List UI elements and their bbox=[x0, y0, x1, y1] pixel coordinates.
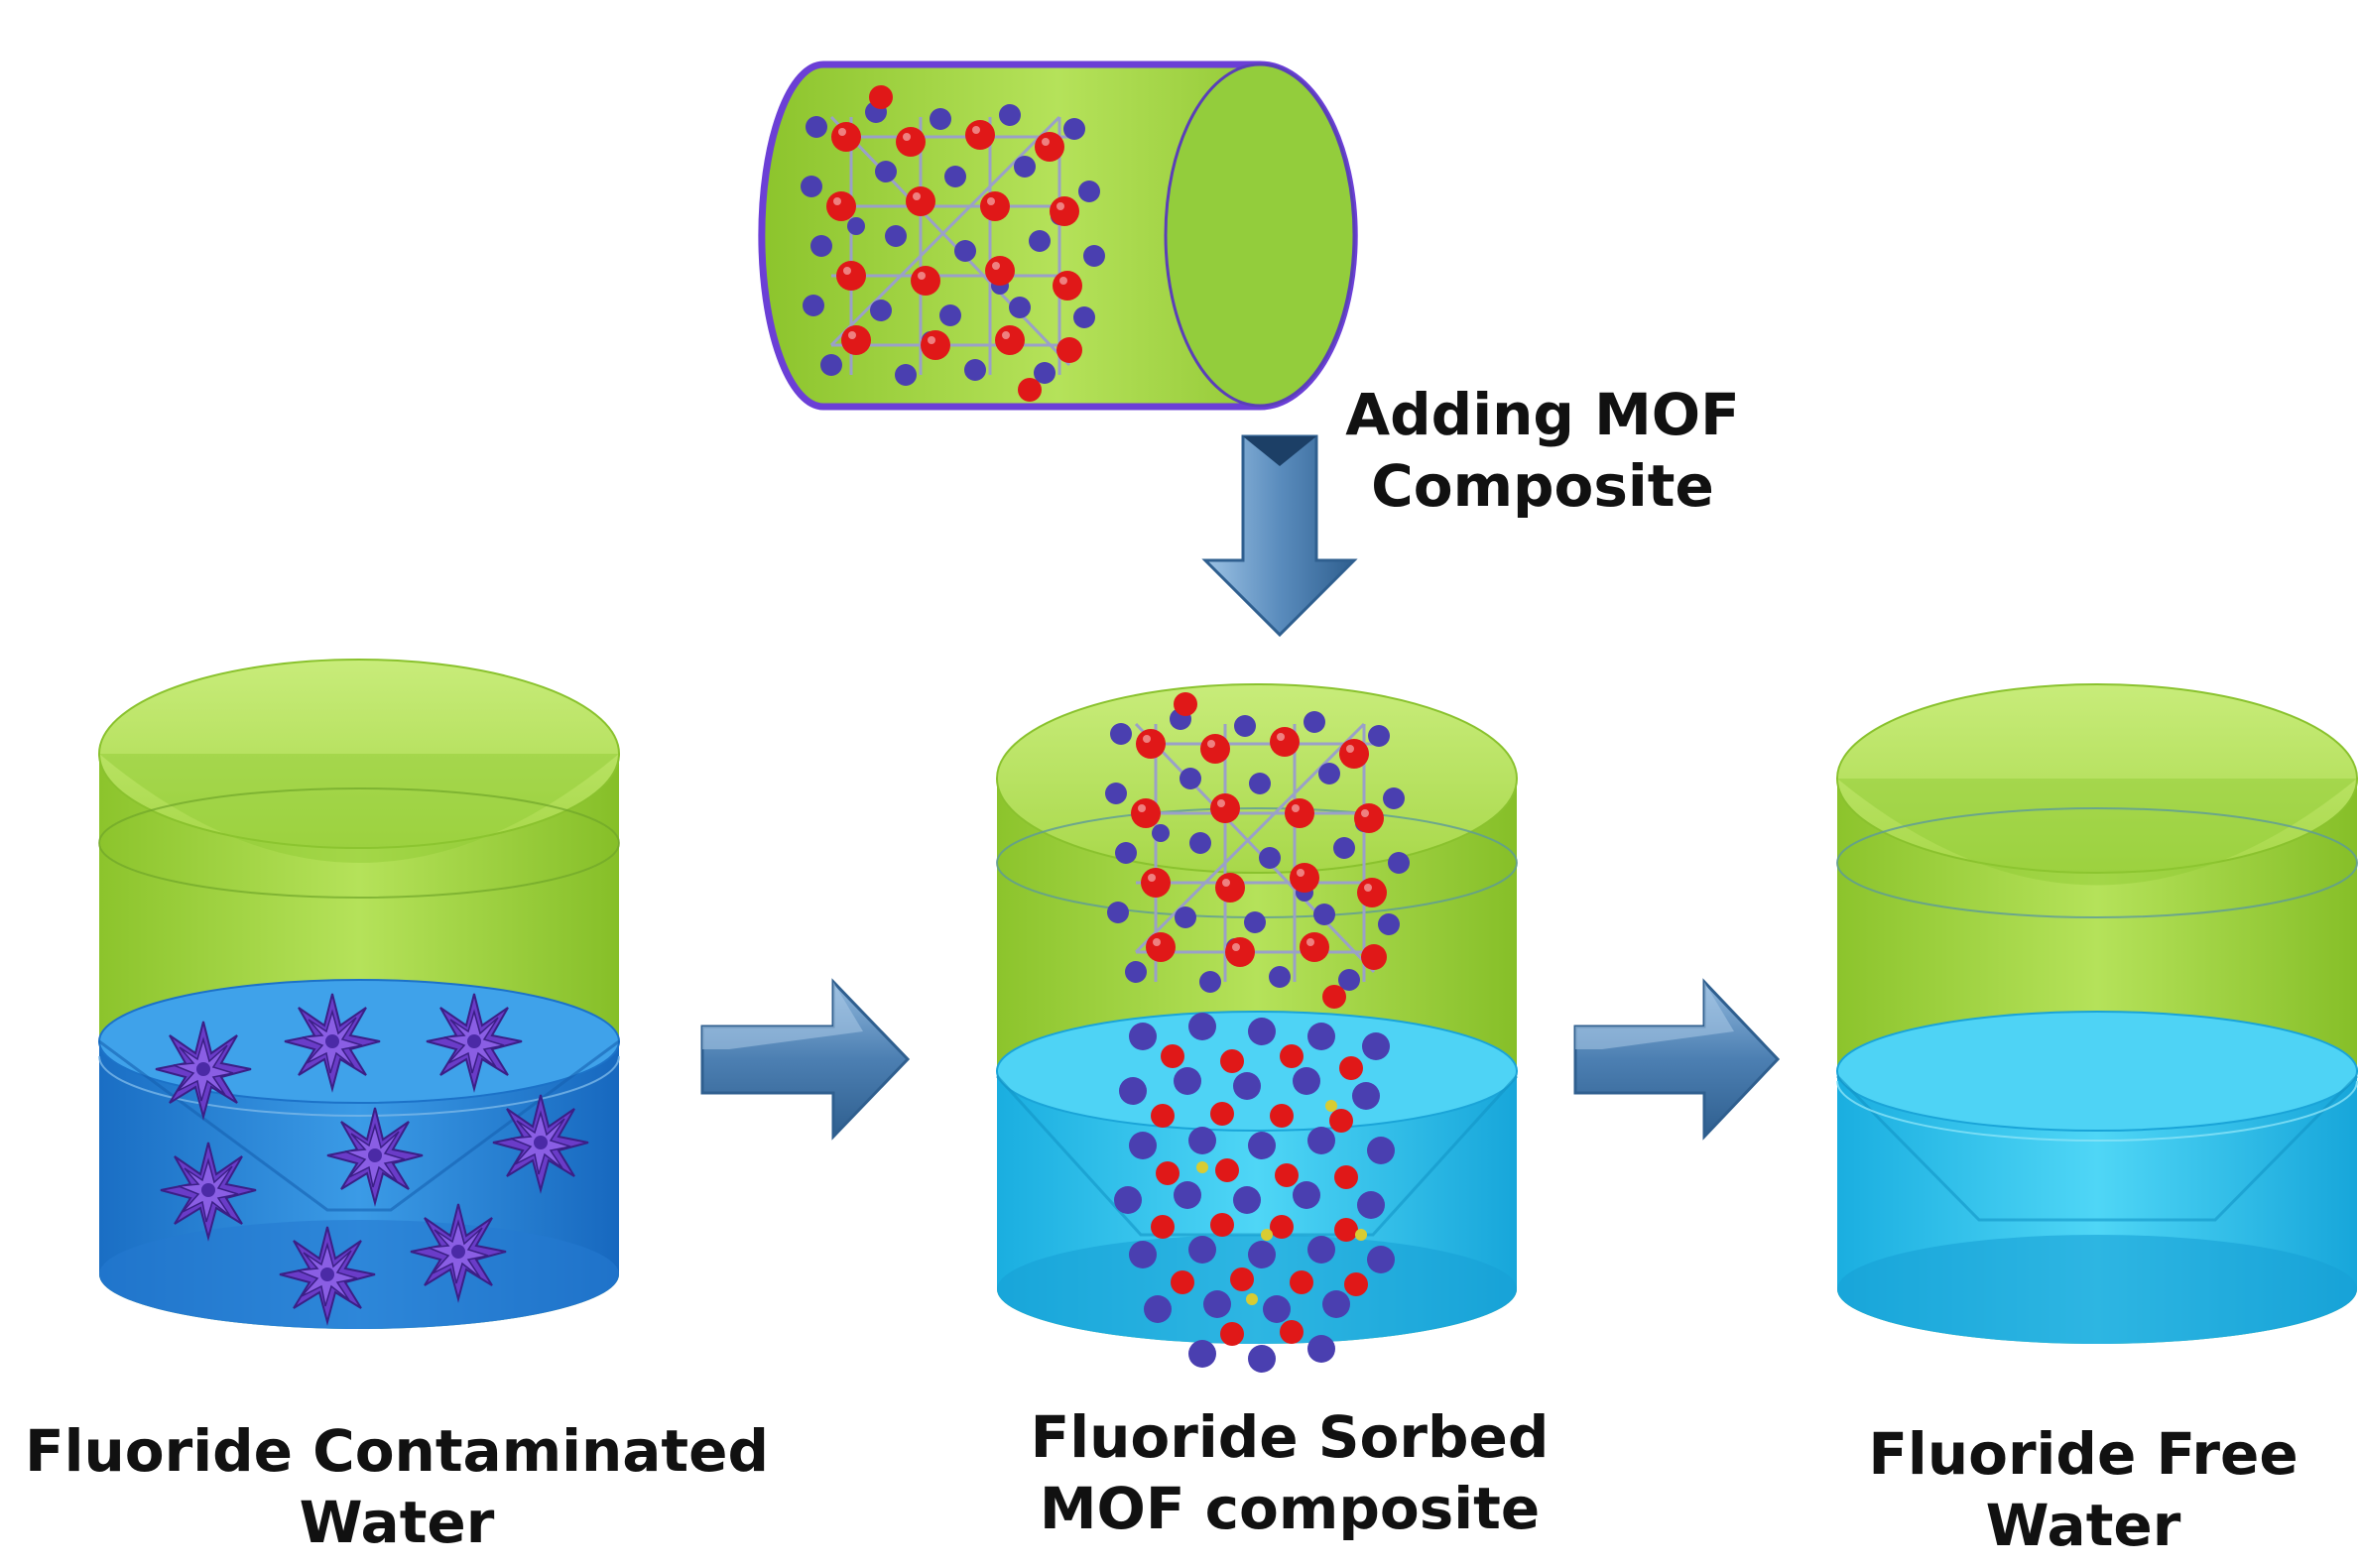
contaminated-line-2: Water bbox=[299, 1489, 495, 1556]
adding-mof-line-2: Composite bbox=[1371, 452, 1714, 520]
adding-mof-label: Adding MOF Composite bbox=[1329, 379, 1756, 522]
sorbed-mof-label: Fluoride Sorbed MOF composite bbox=[972, 1401, 1607, 1544]
right-arrow-2 bbox=[1573, 978, 1781, 1141]
fluoride-free-label: Fluoride Free Water bbox=[1805, 1418, 2360, 1561]
sorbed-line-1: Fluoride Sorbed bbox=[1030, 1403, 1550, 1471]
right-arrow-1 bbox=[700, 978, 911, 1141]
contaminated-water-vessel bbox=[98, 659, 620, 1329]
contaminated-line-1: Fluoride Contaminated bbox=[24, 1417, 770, 1485]
adding-mof-line-1: Adding MOF bbox=[1345, 381, 1740, 448]
mof-composite-cylinder bbox=[758, 60, 1358, 411]
sorbed-mof-vessel bbox=[995, 683, 1519, 1373]
down-arrow bbox=[1201, 434, 1358, 638]
contaminated-water-label: Fluoride Contaminated Water bbox=[20, 1415, 774, 1558]
free-line-1: Fluoride Free bbox=[1868, 1420, 2298, 1488]
fluoride-free-vessel bbox=[1835, 683, 2359, 1344]
free-line-2: Water bbox=[1985, 1492, 2181, 1559]
sorbed-line-2: MOF composite bbox=[1039, 1475, 1541, 1542]
